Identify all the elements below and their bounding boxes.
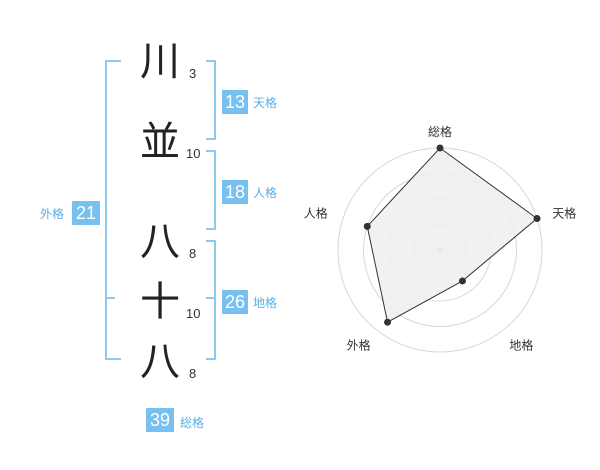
char-2-strokes: 10 [186, 146, 201, 161]
radar-axis-label: 総格 [428, 124, 452, 139]
jinkaku-bracket [206, 150, 216, 230]
char-3: 八 [140, 219, 180, 265]
jinkaku-label: 人格 [253, 186, 278, 200]
radar-axis-label: 天格 [552, 206, 576, 221]
char-1: 川 [140, 39, 180, 85]
gaikaku-label: 外格 [40, 207, 65, 221]
radar-axis-label: 地格 [509, 337, 533, 352]
chikaku-score: 26 [222, 290, 248, 314]
char-1-strokes: 3 [189, 66, 197, 81]
char-3-strokes: 8 [189, 246, 197, 261]
char-4-strokes: 10 [186, 306, 201, 321]
radar-data-polygon [366, 147, 538, 323]
chikaku-bracket [206, 240, 216, 360]
radar-axis-label: 外格 [347, 337, 371, 352]
gaikaku-divider [105, 297, 115, 299]
jinkaku-score: 18 [222, 180, 248, 204]
char-5: 八 [140, 339, 180, 385]
radar-point-2 [533, 214, 541, 222]
radar-point-1 [436, 144, 444, 152]
radar-axis-label: 人格 [304, 206, 328, 221]
char-5-strokes: 8 [189, 366, 197, 381]
radar-point-3 [458, 277, 466, 285]
char-2: 並 [140, 119, 180, 165]
soukaku-label: 総格 [180, 416, 205, 430]
char-4: 十 [140, 279, 180, 325]
chikaku-divider [206, 297, 216, 299]
tenkaku-score: 13 [222, 90, 248, 114]
soukaku-score: 39 [146, 408, 174, 432]
gaikaku-score: 21 [72, 201, 100, 225]
radar-point-4 [384, 318, 392, 326]
tenkaku-label: 天格 [253, 96, 278, 110]
radar-point-5 [363, 222, 371, 230]
tenkaku-bracket [206, 60, 216, 140]
chikaku-label: 地格 [253, 296, 278, 310]
gaikaku-bracket [105, 60, 121, 360]
